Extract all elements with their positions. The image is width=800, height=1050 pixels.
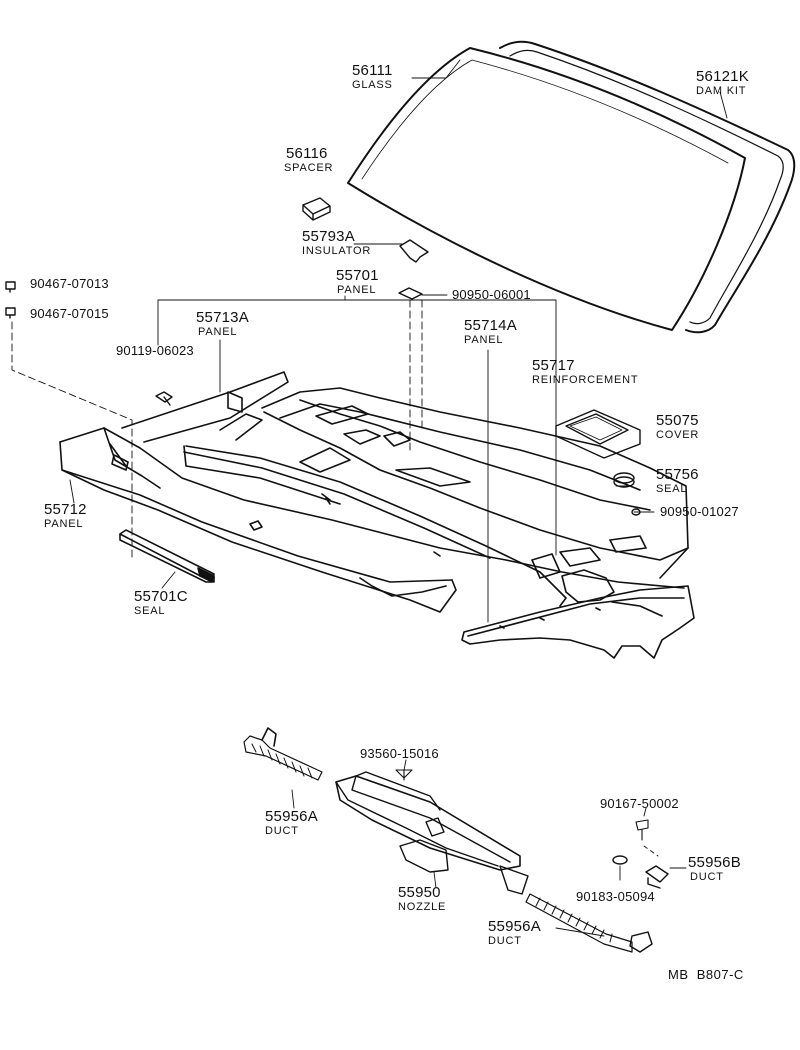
label-part-55956a-left-number: 55956A xyxy=(265,808,318,825)
label-part-55714a-name: PANEL xyxy=(464,334,504,346)
label-part-55793a-name: INSULATOR xyxy=(302,245,372,257)
label-part-55956a-right-name: DUCT xyxy=(488,935,522,947)
label-part-55956b-name: DUCT xyxy=(690,871,724,883)
dam-kit-frame xyxy=(499,40,796,334)
label-part-55956a-right-number: 55956A xyxy=(488,918,541,935)
label-part-90119-06023: 90119-06023 xyxy=(116,343,194,358)
spacer-part xyxy=(302,197,331,221)
label-part-90167-50002: 90167-50002 xyxy=(600,796,679,811)
label-part-55075-name: COVER xyxy=(656,429,700,441)
screw-part xyxy=(155,391,173,406)
label-part-93560-15016: 93560-15016 xyxy=(360,746,439,761)
clip-part xyxy=(398,287,423,300)
label-part-56121k-number: 56121K xyxy=(696,68,749,85)
label-part-55712-number: 55712 xyxy=(44,501,87,518)
label-part-55712-name: PANEL xyxy=(44,518,84,530)
diagram-reference-code: MB B807-C xyxy=(668,967,744,982)
label-part-55950-number: 55950 xyxy=(398,884,441,901)
label-part-55756-name: SEAL xyxy=(656,483,688,495)
label-part-90467-07015: 90467-07015 xyxy=(30,306,109,321)
label-part-90467-07013: 90467-07013 xyxy=(30,276,109,291)
label-part-56116-name: SPACER xyxy=(284,162,334,174)
label-part-55956b-number: 55956B xyxy=(688,854,741,871)
label-part-55713a-number: 55713A xyxy=(196,309,249,326)
label-part-55950-name: NOZZLE xyxy=(398,901,447,913)
label-part-55717-name: REINFORCEMENT xyxy=(532,374,639,386)
label-part-55717-number: 55717 xyxy=(532,357,575,374)
label-part-55714a-number: 55714A xyxy=(464,317,517,334)
label-part-55713a-name: PANEL xyxy=(198,326,238,338)
label-part-55956a-left-name: DUCT xyxy=(265,825,299,837)
seal-ring-part xyxy=(613,472,635,488)
label-part-55756-number: 55756 xyxy=(656,466,699,483)
label-part-55701-name: PANEL xyxy=(337,284,377,296)
label-part-55701c-name: SEAL xyxy=(134,605,166,617)
seal-strip-part xyxy=(119,529,215,583)
label-part-90950-01027: 90950-01027 xyxy=(660,504,739,519)
label-part-55701c-number: 55701C xyxy=(134,588,188,605)
label-part-55075-number: 55075 xyxy=(656,412,699,429)
nozzle-part xyxy=(335,771,529,895)
label-part-55793a-number: 55793A xyxy=(302,228,355,245)
duct-hose-right xyxy=(525,893,653,953)
label-part-56111-name: GLASS xyxy=(352,79,393,91)
label-part-56111-number: 56111 xyxy=(352,62,393,79)
windshield-glass xyxy=(347,47,746,331)
cover-part xyxy=(555,409,641,459)
duct-hose-left xyxy=(243,727,323,781)
label-part-56121k-name: DAM KIT xyxy=(696,85,747,97)
insulator-part xyxy=(399,239,429,263)
label-part-55701-number: 55701 xyxy=(336,267,379,284)
duct-fitting-part xyxy=(645,865,669,889)
bolt-parts-left xyxy=(5,281,16,319)
label-part-56116-number: 56116 xyxy=(286,145,328,162)
label-part-90183-05094: 90183-05094 xyxy=(576,889,655,904)
cowl-panel-assembly xyxy=(59,371,695,659)
label-part-90950-06001: 90950-06001 xyxy=(452,287,531,302)
clip-part-small xyxy=(631,508,641,516)
